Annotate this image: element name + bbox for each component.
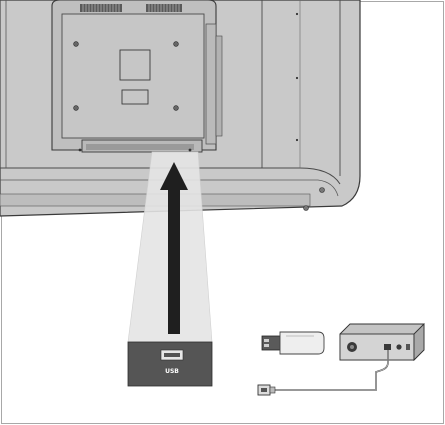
usb-cable <box>274 350 389 391</box>
usb-stick-icon <box>261 331 325 355</box>
up-arrow-icon <box>160 162 188 334</box>
usb-port-label: USB <box>165 368 179 375</box>
tv-rear-housing <box>51 0 223 151</box>
usb-port-icon <box>160 349 184 361</box>
usb-cable-plug-icon <box>257 384 276 396</box>
external-hard-drive-icon <box>339 322 425 362</box>
usb-port-panel: USB <box>127 341 213 387</box>
tv-connector-strip <box>78 139 203 153</box>
